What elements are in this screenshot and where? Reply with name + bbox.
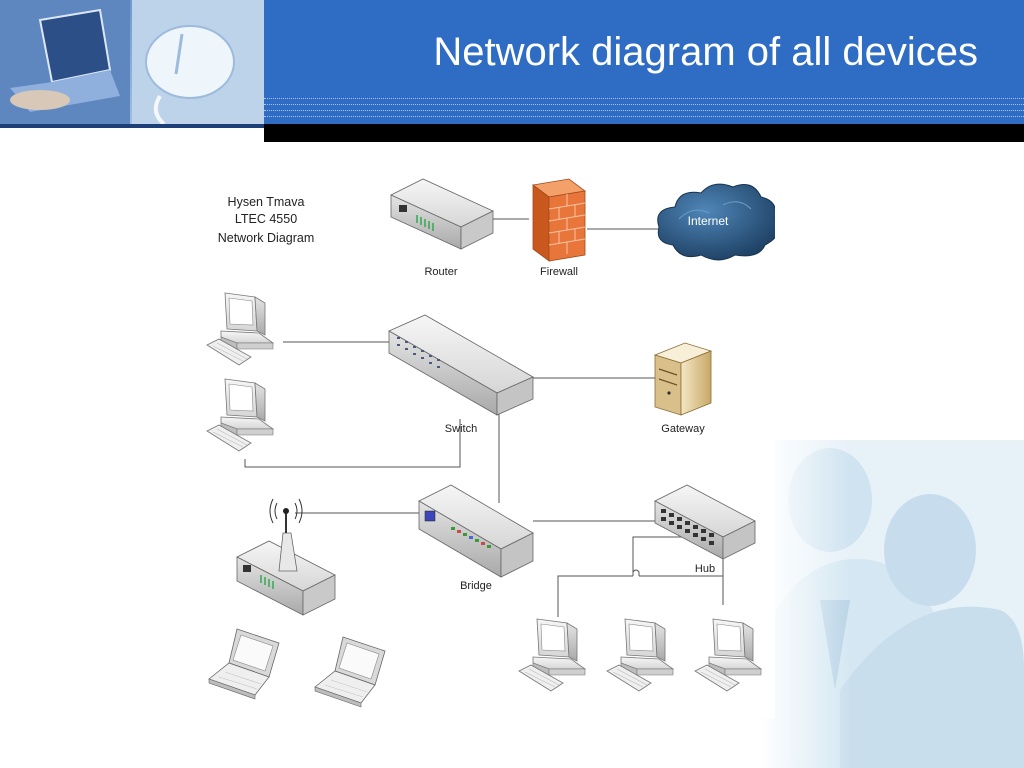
header-dotted-line (264, 104, 1024, 105)
switch-icon (388, 314, 534, 416)
header-underline (264, 124, 1024, 142)
note-line-3: Network Diagram (218, 231, 315, 245)
wire-hub-pc3 (557, 575, 633, 617)
header-dotted-line (264, 116, 1024, 117)
pc-icon (206, 378, 274, 452)
network-diagram-svg: Hysen Tmava LTEC 4550 Network Diagram Ro… (206, 178, 779, 708)
gateway-label: Gateway (661, 423, 705, 435)
background-people-image (760, 440, 1024, 768)
laptop-icon (208, 628, 280, 700)
firewall-label: Firewall (540, 266, 578, 278)
header-photo-art (0, 0, 264, 124)
note-line-2: LTEC 4550 (235, 212, 297, 226)
header-dotted-line (264, 110, 1024, 111)
hub-icon (654, 484, 756, 560)
gateway-server-icon (653, 342, 713, 416)
router-icon (390, 178, 494, 250)
router-label: Router (424, 266, 457, 278)
network-diagram: Hysen Tmava LTEC 4550 Network Diagram Ro… (203, 157, 779, 718)
bridge-icon (418, 484, 534, 578)
wireless-access-point-icon (236, 498, 336, 616)
header-dotted-line (264, 98, 1024, 99)
internet-cloud-icon (657, 183, 779, 261)
wire-pc2-switch (244, 419, 461, 468)
slide-title: Network diagram of all devices (433, 30, 978, 74)
switch-label: Switch (445, 423, 477, 435)
note-line-1: Hysen Tmava (228, 195, 305, 209)
pc-icon (518, 618, 586, 692)
pc-icon (606, 618, 674, 692)
wire-crossing (632, 569, 640, 576)
header-bar (264, 0, 1024, 124)
hub-label: Hub (695, 563, 715, 575)
firewall-icon (532, 178, 586, 262)
diagram-note: Hysen Tmava LTEC 4550 Network Diagram (218, 195, 315, 245)
mouse-icon (145, 25, 235, 99)
wire-hub-pc4 (632, 536, 703, 576)
bridge-label: Bridge (460, 580, 492, 592)
header-photo (0, 0, 264, 124)
laptop-icon (314, 636, 386, 708)
pc-icon (694, 618, 762, 692)
laptop-icon (38, 8, 112, 84)
internet-label: Internet (688, 214, 729, 228)
pc-icon (206, 292, 274, 366)
header-underline-left (0, 124, 264, 128)
